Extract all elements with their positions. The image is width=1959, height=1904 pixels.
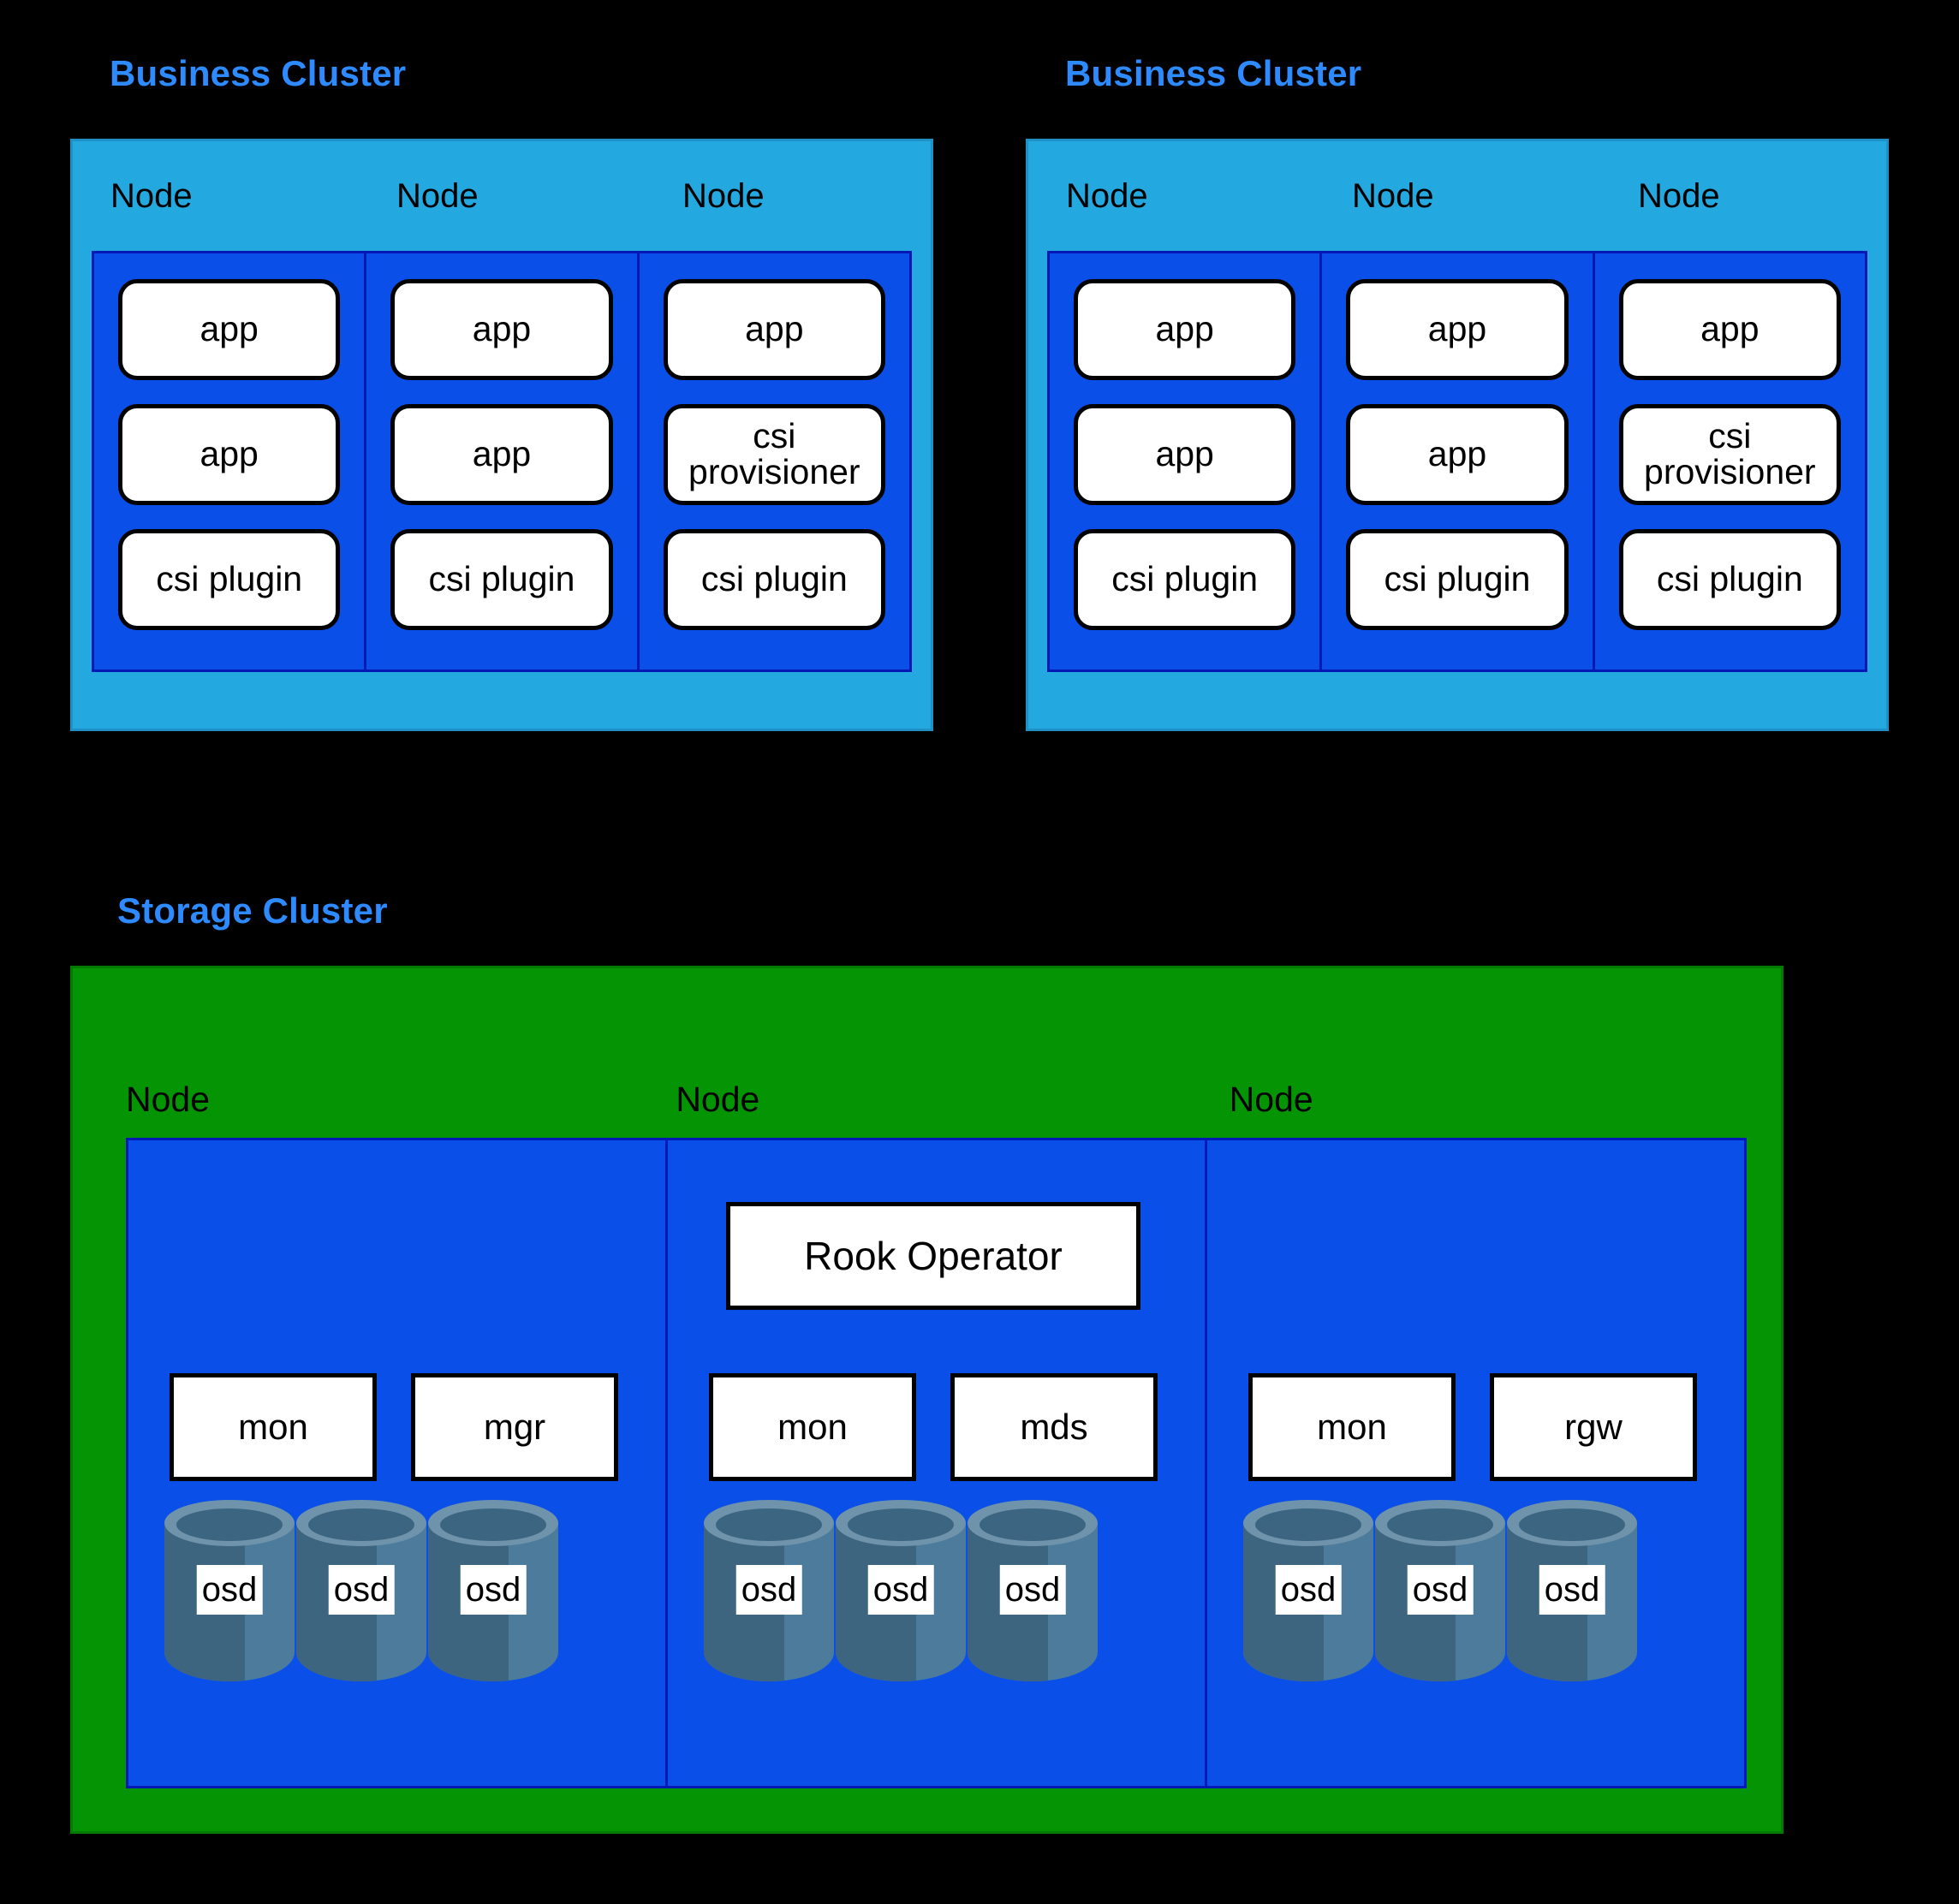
cylinder-rim-inner <box>980 1508 1086 1541</box>
node-label: Node <box>126 1079 211 1119</box>
node-label: Node <box>1229 1079 1313 1119</box>
pod-app[interactable]: app <box>1346 404 1569 505</box>
storage-node-column: Rook Operator mon mds osd <box>668 1140 1207 1786</box>
osd-cylinder[interactable]: osd <box>164 1500 295 1692</box>
storage-cluster-title: Storage Cluster <box>117 890 388 931</box>
pod-app[interactable]: app <box>118 279 341 380</box>
storage-node-column: mon mgr osd osd <box>128 1140 668 1786</box>
osd-cylinder[interactable]: osd <box>968 1500 1098 1692</box>
pod-app[interactable]: app <box>390 279 613 380</box>
pod-csi-provisioner[interactable]: csi provisioner <box>663 404 885 505</box>
node-label: Node <box>682 176 765 215</box>
pod-csi-plugin[interactable]: csi plugin <box>1618 529 1841 630</box>
cylinder-rim-inner <box>1387 1508 1493 1541</box>
node-label: Node <box>396 176 479 215</box>
daemon-rgw[interactable]: rgw <box>1490 1373 1697 1481</box>
pod-csi-plugin[interactable]: csi plugin <box>390 529 613 630</box>
storage-cluster-nodes: mon mgr osd osd <box>126 1138 1747 1788</box>
business-cluster-1-nodes: app app csi plugin app app csi plugin ap… <box>92 251 912 672</box>
osd-label: osd <box>999 1565 1066 1615</box>
osd-row: osd osd osd <box>668 1495 1205 1692</box>
business-cluster-1: Node Node Node app app csi plugin app ap… <box>70 139 933 731</box>
daemon-mon[interactable]: mon <box>709 1373 916 1481</box>
rook-operator-box[interactable]: Rook Operator <box>726 1202 1140 1310</box>
osd-label: osd <box>1275 1565 1342 1615</box>
cylinder-rim-inner <box>1255 1508 1361 1541</box>
pod-app[interactable]: app <box>390 404 613 505</box>
cylinder-rim-inner <box>1519 1508 1625 1541</box>
osd-row: osd osd osd <box>128 1495 665 1692</box>
node-column: app app csi plugin <box>1322 253 1595 669</box>
daemon-mon[interactable]: mon <box>170 1373 377 1481</box>
pod-app[interactable]: app <box>663 279 885 380</box>
node-column: app csi provisioner csi plugin <box>639 253 909 669</box>
cylinder-body <box>428 1522 558 1681</box>
node-column: app app csi plugin <box>366 253 640 669</box>
osd-cylinder[interactable]: osd <box>704 1500 834 1692</box>
pod-csi-plugin[interactable]: csi plugin <box>1346 529 1569 630</box>
pod-app[interactable]: app <box>1346 279 1569 380</box>
pod-app[interactable]: app <box>118 404 341 505</box>
osd-label: osd <box>328 1565 395 1615</box>
cylinder-rim-inner <box>308 1508 414 1541</box>
node-column: app app csi plugin <box>94 253 367 669</box>
osd-cylinder[interactable]: osd <box>1507 1500 1637 1692</box>
daemon-row: mon mgr <box>128 1373 665 1481</box>
business-cluster-2-title: Business Cluster <box>1065 53 1362 93</box>
pod-app[interactable]: app <box>1074 404 1296 505</box>
node-label: Node <box>1638 176 1720 215</box>
osd-cylinder[interactable]: osd <box>428 1500 558 1692</box>
cylinder-rim-inner <box>176 1508 283 1541</box>
business-cluster-2: Node Node Node app app csi plugin app ap… <box>1026 139 1889 731</box>
cylinder-body <box>1507 1522 1637 1681</box>
node-label: Node <box>1066 176 1148 215</box>
pod-app[interactable]: app <box>1618 279 1841 380</box>
storage-node-column: mon rgw osd osd <box>1207 1140 1744 1786</box>
daemon-mon[interactable]: mon <box>1248 1373 1456 1481</box>
cylinder-rim-inner <box>440 1508 546 1541</box>
storage-cluster-node-labels: Node Node Node <box>126 1061 1747 1138</box>
pod-csi-plugin[interactable]: csi plugin <box>1074 529 1296 630</box>
osd-label: osd <box>867 1565 934 1615</box>
cylinder-rim-inner <box>716 1508 822 1541</box>
osd-row: osd osd osd <box>1207 1495 1744 1692</box>
pod-csi-plugin[interactable]: csi plugin <box>663 529 885 630</box>
daemon-mds[interactable]: mds <box>950 1373 1158 1481</box>
osd-cylinder[interactable]: osd <box>836 1500 966 1692</box>
business-cluster-2-node-labels: Node Node Node <box>1028 141 1886 251</box>
node-column: app app csi plugin <box>1050 253 1323 669</box>
osd-cylinder[interactable]: osd <box>1375 1500 1505 1692</box>
pod-app[interactable]: app <box>1074 279 1296 380</box>
pod-csi-provisioner[interactable]: csi provisioner <box>1618 404 1841 505</box>
osd-label: osd <box>1407 1565 1474 1615</box>
osd-cylinder[interactable]: osd <box>296 1500 426 1692</box>
storage-cluster: Node Node Node mon mgr osd <box>70 966 1783 1834</box>
cylinder-rim-inner <box>848 1508 954 1541</box>
node-label: Node <box>1352 176 1434 215</box>
business-cluster-1-node-labels: Node Node Node <box>73 141 931 251</box>
osd-cylinder[interactable]: osd <box>1243 1500 1373 1692</box>
node-label: Node <box>676 1079 760 1119</box>
daemon-row: mon mds <box>668 1373 1205 1481</box>
node-column: app csi provisioner csi plugin <box>1594 253 1865 669</box>
pod-csi-plugin[interactable]: csi plugin <box>118 529 341 630</box>
daemon-row: mon rgw <box>1207 1373 1744 1481</box>
business-cluster-1-title: Business Cluster <box>110 53 407 93</box>
osd-label: osd <box>196 1565 263 1615</box>
osd-label: osd <box>735 1565 802 1615</box>
node-label: Node <box>110 176 193 215</box>
business-cluster-2-nodes: app app csi plugin app app csi plugin ap… <box>1047 251 1867 672</box>
osd-label: osd <box>1539 1565 1605 1615</box>
daemon-mgr[interactable]: mgr <box>411 1373 618 1481</box>
osd-label: osd <box>460 1565 527 1615</box>
